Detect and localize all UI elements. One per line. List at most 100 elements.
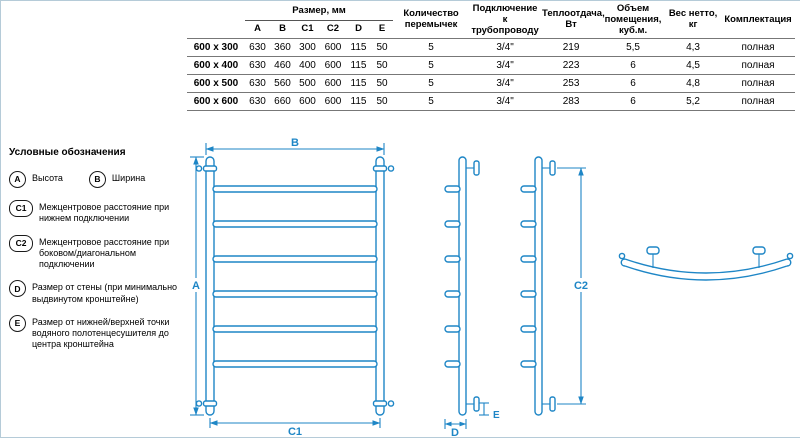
table-row: 600 x 300 630 360 300 600 115 50 5 3/4" … — [187, 37, 796, 57]
legend-item-d: D Размер от стены (при минимально выдвин… — [9, 280, 191, 305]
legend-item-e: E Размер от нижней/верхней точки водяног… — [9, 314, 191, 351]
legend-key-c2: C2 — [9, 234, 33, 252]
rung — [212, 325, 378, 333]
model-cell: 600 x 400 — [187, 55, 245, 75]
bracket-knob — [387, 400, 395, 407]
dim-e-cell: 50 — [371, 91, 394, 111]
table-row: 600 x 500 630 560 500 600 115 50 5 3/4" … — [187, 73, 796, 93]
col-header-volume: Объем помещения, куб.м. — [604, 3, 662, 36]
model-cell: 600 x 300 — [187, 37, 245, 57]
bottom-center-dim-label: C1 — [288, 426, 302, 437]
dim-d-cell: 115 — [346, 55, 371, 75]
curved-rail — [624, 258, 788, 274]
dim-c1-cell: 400 — [295, 55, 320, 75]
spec-table: Размер, мм Количество перемычек Подключе… — [187, 3, 796, 111]
dim-e-cell: 50 — [371, 55, 394, 75]
model-column-header — [187, 3, 245, 38]
table-row: 600 x 400 630 460 400 600 115 50 5 3/4" … — [187, 55, 796, 75]
crossbars-cell: 5 — [393, 37, 470, 57]
legend-text-c2: Межцентровое расстояние при боковом/диаг… — [39, 236, 170, 270]
legend-text-d: Размер от стены (при минимально выдвинут… — [32, 282, 178, 304]
dim-b-cell: 460 — [270, 55, 295, 75]
volume-cell: 6 — [601, 55, 666, 75]
legend-key-b: B — [88, 171, 106, 188]
col-header-weight: Вес нетто, кг — [668, 8, 718, 31]
connection-cell: 3/4" — [469, 55, 542, 75]
dim-d-cell: 115 — [346, 37, 371, 57]
rung — [212, 360, 378, 368]
height-dim-label: A — [192, 280, 200, 292]
wall-bracket — [646, 246, 660, 255]
dim-c2-cell: 600 — [320, 55, 346, 75]
rung-stub — [444, 360, 461, 368]
legend-key-d: D — [9, 280, 26, 298]
legend-key-e: E — [9, 314, 26, 332]
dim-c1-cell: 300 — [295, 37, 320, 57]
package-cell: полная — [721, 73, 796, 93]
left-tube — [205, 156, 215, 416]
top-view-drawing — [618, 246, 794, 281]
wall-bracket — [473, 396, 480, 412]
legend-row-ab: A Высота B Ширина — [9, 171, 191, 188]
rung — [212, 220, 378, 228]
dim-b-cell: 660 — [270, 91, 295, 111]
side-connection — [549, 160, 556, 176]
dim-c1-cell: 500 — [295, 73, 320, 93]
front-view-drawing: B A C1 — [189, 137, 395, 437]
dim-c2-cell: 600 — [320, 91, 346, 111]
rung-stub — [520, 325, 537, 333]
dim-a-cell: 630 — [245, 55, 270, 75]
dim-c2-cell: 600 — [320, 37, 346, 57]
rung — [212, 185, 378, 193]
table-row: 600 x 600 630 660 600 600 115 50 5 3/4" … — [187, 91, 796, 111]
dim-b-cell: 560 — [270, 73, 295, 93]
rung-stub — [444, 255, 461, 263]
bracket-knob — [387, 165, 395, 172]
width-dim-label: B — [291, 137, 299, 149]
connection-cell: 3/4" — [469, 91, 542, 111]
rung-stub — [520, 290, 537, 298]
heat-cell: 223 — [541, 55, 602, 75]
size-col-a: A — [254, 22, 261, 34]
legend-title: Условные обозначения — [9, 147, 126, 158]
model-cell: 600 x 600 — [187, 91, 245, 111]
bracket-fitting — [202, 165, 218, 172]
heat-cell: 283 — [541, 91, 602, 111]
wall-bracket — [473, 160, 480, 176]
legend-key-c1: C1 — [9, 200, 33, 217]
size-col-b: B — [279, 22, 286, 34]
dim-e-cell: 50 — [371, 37, 394, 57]
size-col-d: D — [355, 22, 362, 34]
model-cell: 600 x 500 — [187, 73, 245, 93]
wall-bracket — [752, 246, 766, 255]
side-tube — [458, 156, 467, 416]
side-view-drawing: D E — [444, 156, 500, 437]
dim-a-cell: 630 — [245, 73, 270, 93]
legend-item-a: A Высота — [9, 171, 63, 188]
weight-cell: 5,2 — [665, 91, 722, 111]
right-tube — [375, 156, 385, 416]
legend: Условные обозначения A Высота B Ширина C… — [9, 147, 191, 361]
size-group-header: Размер, мм — [245, 3, 394, 21]
rung-stub — [444, 325, 461, 333]
bracket-knob — [786, 252, 794, 260]
crossbars-cell: 5 — [393, 55, 470, 75]
rung — [212, 255, 378, 263]
bracket-knob — [195, 165, 203, 172]
dim-d-cell: 115 — [346, 91, 371, 111]
table-header: Размер, мм Количество перемычек Подключе… — [187, 3, 795, 38]
curved-rail — [624, 265, 788, 281]
dim-e-cell: 50 — [371, 73, 394, 93]
col-header-crossbars: Количество перемычек — [403, 8, 459, 31]
rung-stub — [444, 290, 461, 298]
legend-text-a: Высота — [32, 173, 63, 183]
rung-stub — [520, 185, 537, 193]
weight-cell: 4,5 — [665, 55, 722, 75]
volume-cell: 6 — [601, 73, 666, 93]
connection-cell: 3/4" — [469, 73, 542, 93]
bracket-dim-label: E — [493, 410, 500, 421]
rung-stub — [520, 255, 537, 263]
bracket-knob — [618, 252, 626, 260]
heat-cell: 219 — [541, 37, 602, 57]
side-connection — [549, 396, 556, 412]
